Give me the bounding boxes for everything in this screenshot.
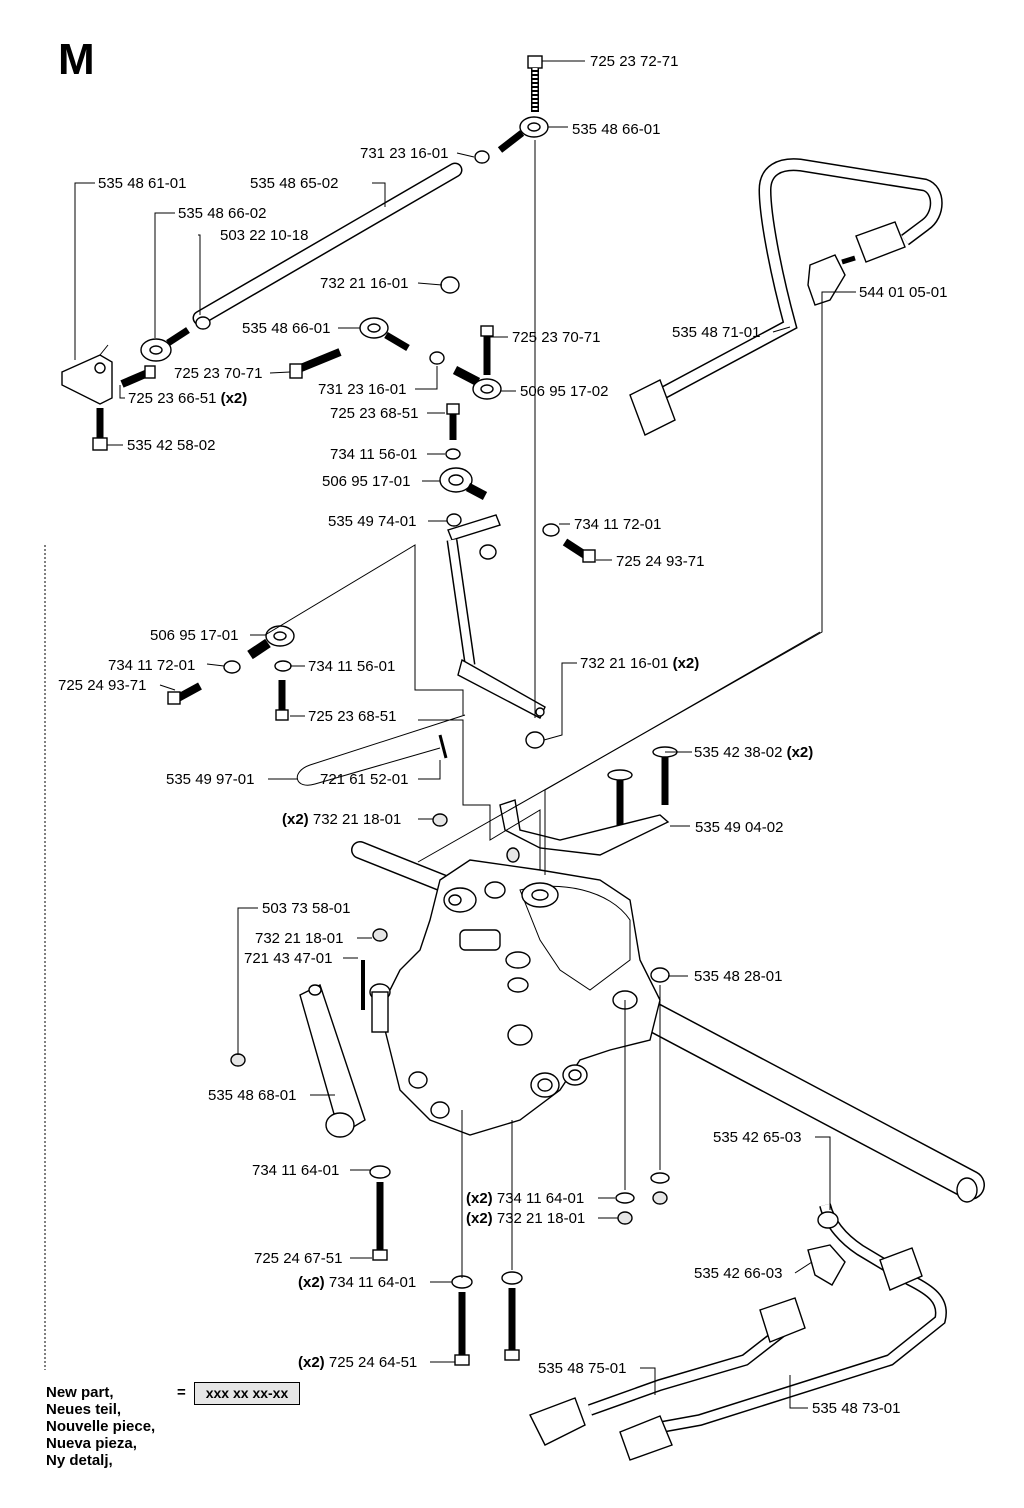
part-label: 535 48 75-01	[538, 1360, 626, 1377]
part-labels: 725 23 72-71 535 48 66-01 731 23 16-01 5…	[58, 53, 947, 1417]
bolt-725-24-93-71-top	[542, 523, 596, 563]
part-label: (x2) 725 24 64-51	[298, 1354, 417, 1371]
part-label: 725 24 93-71	[616, 553, 704, 570]
part-label: 725 23 66-51 (x2)	[128, 390, 247, 407]
part-label: 734 11 72-01	[574, 516, 661, 533]
legend-line: New part,	[46, 1384, 114, 1401]
legend-sample-box: xxx xx xx-xx	[194, 1382, 300, 1405]
rod-end-assembly-left	[167, 625, 295, 721]
part-label: 732 21 16-01 (x2)	[580, 655, 699, 672]
part-label: 535 48 71-01	[672, 324, 760, 341]
part-label: (x2) 732 21 18-01	[282, 811, 401, 828]
part-label: 734 11 64-01	[252, 1162, 339, 1179]
bolt-left	[120, 365, 156, 388]
part-label: 734 11 56-01	[308, 658, 395, 675]
part-label: 535 48 66-02	[178, 205, 266, 222]
rod-upper	[192, 162, 463, 326]
part-label: 725 23 70-71	[174, 365, 262, 382]
part-label: 725 23 70-71	[512, 329, 600, 346]
part-label: 734 11 56-01	[330, 446, 417, 463]
part-label: 725 24 67-51	[254, 1250, 342, 1267]
part-label: 535 42 58-02	[127, 437, 215, 454]
part-label: 506 95 17-01	[150, 627, 238, 644]
transaxle-body	[230, 841, 985, 1203]
part-label: 721 61 52-01	[320, 771, 408, 788]
part-label: 535 42 65-03	[713, 1129, 801, 1146]
rod-end-left	[140, 316, 211, 362]
rod-end-top	[497, 116, 549, 153]
bolt-535-42-58-02	[92, 408, 108, 451]
part-label: 506 95 17-02	[520, 383, 608, 400]
legend-line: Nouvelle piece,	[46, 1418, 156, 1435]
lever-arm	[446, 513, 546, 749]
legend-line: Ny detalj,	[46, 1452, 113, 1469]
part-label: 731 23 16-01	[360, 145, 448, 162]
part-label: 535 48 28-01	[694, 968, 782, 985]
part-label: 535 48 68-01	[208, 1087, 296, 1104]
bolt-top	[527, 55, 543, 112]
part-label: 734 11 72-01	[108, 657, 195, 674]
stack-725-23-68-51	[439, 403, 488, 500]
part-label: 725 23 68-51	[330, 405, 418, 422]
part-label: 732 21 16-01	[320, 275, 408, 292]
part-label: 503 73 58-01	[262, 900, 350, 917]
part-label: 535 49 74-01	[328, 513, 416, 530]
part-label: 731 23 16-01	[318, 381, 406, 398]
legend: New part, Neues teil, Nouvelle piece, Nu…	[46, 1384, 155, 1469]
hydraulic-line-lower	[529, 1203, 947, 1461]
part-label: 535 49 04-02	[695, 819, 783, 836]
hydraulic-line-upper	[629, 158, 943, 436]
part-label: 535 48 65-02	[250, 175, 338, 192]
part-label: 725 23 72-71	[590, 53, 678, 70]
bracket-left	[61, 344, 113, 405]
legend-line: Neues teil,	[46, 1401, 122, 1418]
part-label: 732 21 18-01	[255, 930, 343, 947]
part-label: 535 49 97-01	[166, 771, 254, 788]
rod-end-506-95-17-02	[452, 325, 502, 400]
carriage-bolts	[607, 746, 678, 830]
part-label: 535 42 66-03	[694, 1265, 782, 1282]
part-label: 535 48 73-01	[812, 1400, 900, 1417]
bracket-535-49-04-02	[499, 799, 670, 856]
fasteners-under	[369, 1165, 670, 1366]
part-label: 721 43 47-01	[244, 950, 332, 967]
part-label: (x2) 734 11 64-01	[466, 1190, 584, 1207]
part-label: 535 48 66-01	[572, 121, 660, 138]
section-letter: M	[58, 35, 95, 84]
part-label: (x2) 734 11 64-01	[298, 1274, 416, 1291]
leader-lines	[74, 60, 856, 1409]
part-label: 506 95 17-01	[322, 473, 410, 490]
part-label: 725 23 68-51	[308, 708, 396, 725]
part-label: 503 22 10-18	[220, 227, 308, 244]
part-label: 535 48 66-01	[242, 320, 330, 337]
part-label: 535 48 61-01	[98, 175, 186, 192]
nut-732-21-18-01-top	[432, 813, 448, 827]
rod-end-middle	[289, 276, 460, 379]
part-label: (x2) 732 21 18-01	[466, 1210, 585, 1227]
nut-top	[474, 150, 490, 164]
part-label: 544 01 05-01	[859, 284, 947, 301]
part-label: 535 42 38-02 (x2)	[694, 744, 813, 761]
legend-line: Nueva pieza,	[46, 1435, 137, 1452]
part-label: 725 24 93-71	[58, 677, 146, 694]
legend-equals: =	[177, 1384, 186, 1401]
